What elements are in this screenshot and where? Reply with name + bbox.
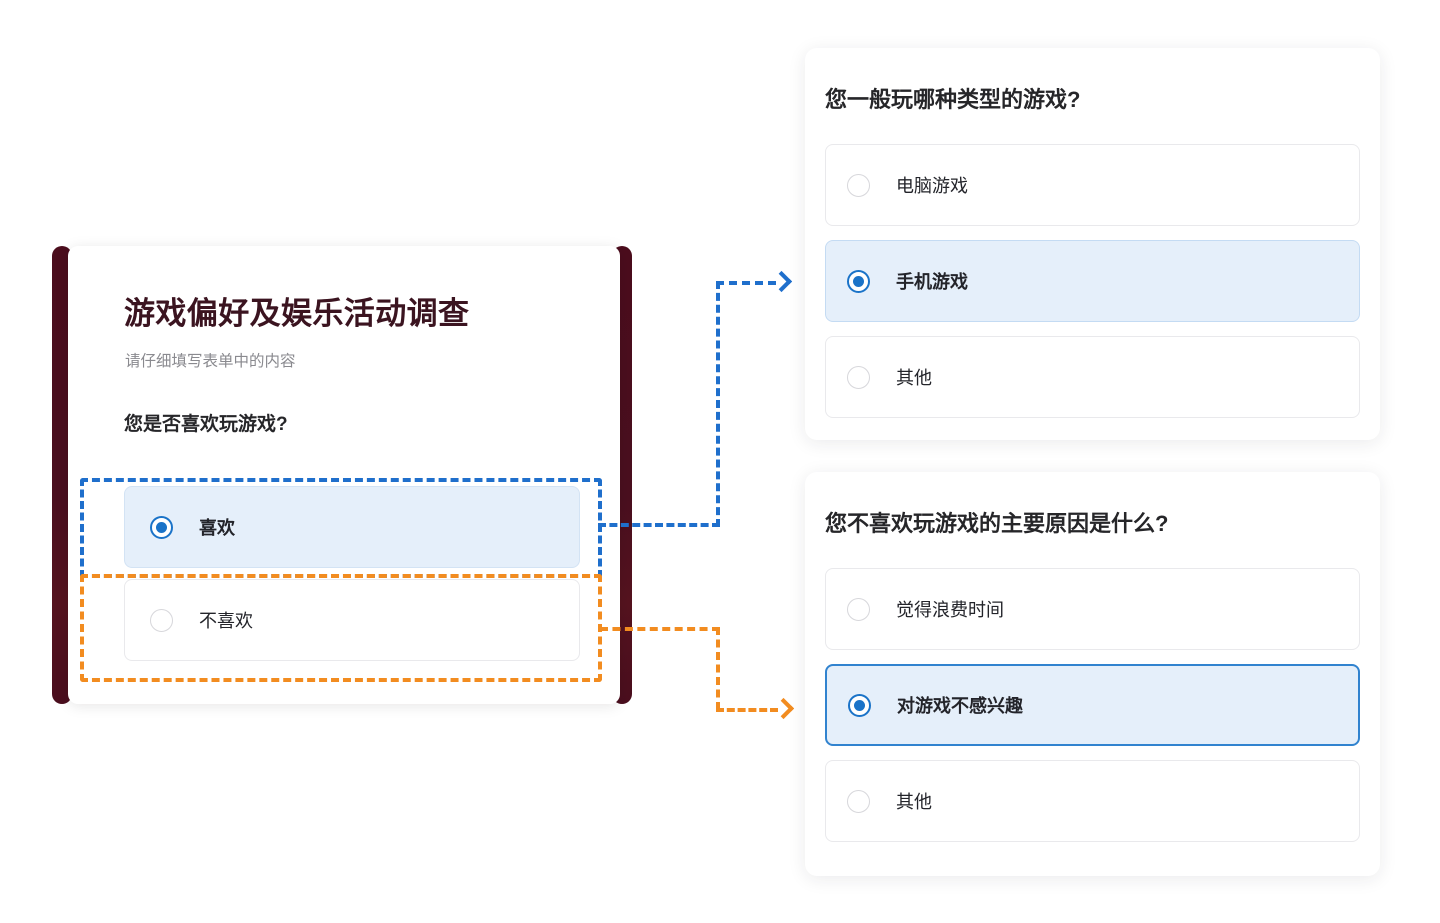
- option-label: 觉得浪费时间: [896, 600, 1004, 620]
- radio-selected-icon[interactable]: [150, 515, 173, 539]
- option-label: 其他: [896, 368, 932, 388]
- panel-game-type: 您一般玩哪种类型的游戏? 电脑游戏 手机游戏 其他: [805, 48, 1380, 440]
- option-label: 其他: [896, 792, 932, 812]
- option-mobile-game[interactable]: 手机游戏: [825, 240, 1360, 322]
- radio-selected-icon[interactable]: [847, 269, 870, 293]
- option-label: 喜欢: [199, 518, 235, 538]
- option-label: 手机游戏: [896, 272, 968, 292]
- connector-like-segment-2: [716, 281, 720, 527]
- form-subtitle: 请仔细填写表单中的内容: [125, 353, 296, 370]
- arrow-head-icon-dislike: [772, 697, 795, 720]
- connector-like-segment-3: [716, 281, 776, 285]
- radio-selected-icon[interactable]: [848, 693, 871, 717]
- connector-dislike-segment-2: [716, 627, 720, 710]
- radio-unselected-icon[interactable]: [847, 365, 870, 389]
- panel-title: 您一般玩哪种类型的游戏?: [825, 87, 1081, 112]
- radio-unselected-icon[interactable]: [847, 597, 870, 621]
- option-other-reason[interactable]: 其他: [825, 760, 1360, 842]
- panel-dislike-reason: 您不喜欢玩游戏的主要原因是什么? 觉得浪费时间 对游戏不感兴趣 其他: [805, 472, 1380, 876]
- survey-form-card: 游戏偏好及娱乐活动调查 请仔细填写表单中的内容 您是否喜欢玩游戏? 喜欢 不喜欢: [52, 246, 632, 704]
- radio-unselected-icon[interactable]: [847, 173, 870, 197]
- radio-unselected-icon[interactable]: [150, 608, 173, 632]
- option-label: 对游戏不感兴趣: [897, 696, 1023, 716]
- card-left-accent-bar: [52, 246, 72, 704]
- connector-dislike-segment-3: [716, 708, 778, 712]
- option-other-game-type[interactable]: 其他: [825, 336, 1360, 418]
- arrow-head-icon-like: [770, 270, 793, 293]
- radio-unselected-icon[interactable]: [847, 789, 870, 813]
- panel-title: 您不喜欢玩游戏的主要原因是什么?: [825, 511, 1169, 536]
- option-label: 不喜欢: [199, 611, 253, 631]
- option-waste-of-time[interactable]: 觉得浪费时间: [825, 568, 1360, 650]
- option-pc-game[interactable]: 电脑游戏: [825, 144, 1360, 226]
- option-dislike[interactable]: 不喜欢: [124, 579, 580, 661]
- option-not-interested[interactable]: 对游戏不感兴趣: [825, 664, 1360, 746]
- form-question-label: 您是否喜欢玩游戏?: [124, 414, 288, 435]
- form-title: 游戏偏好及娱乐活动调查: [124, 296, 470, 331]
- option-like[interactable]: 喜欢: [124, 486, 580, 568]
- option-label: 电脑游戏: [896, 176, 968, 196]
